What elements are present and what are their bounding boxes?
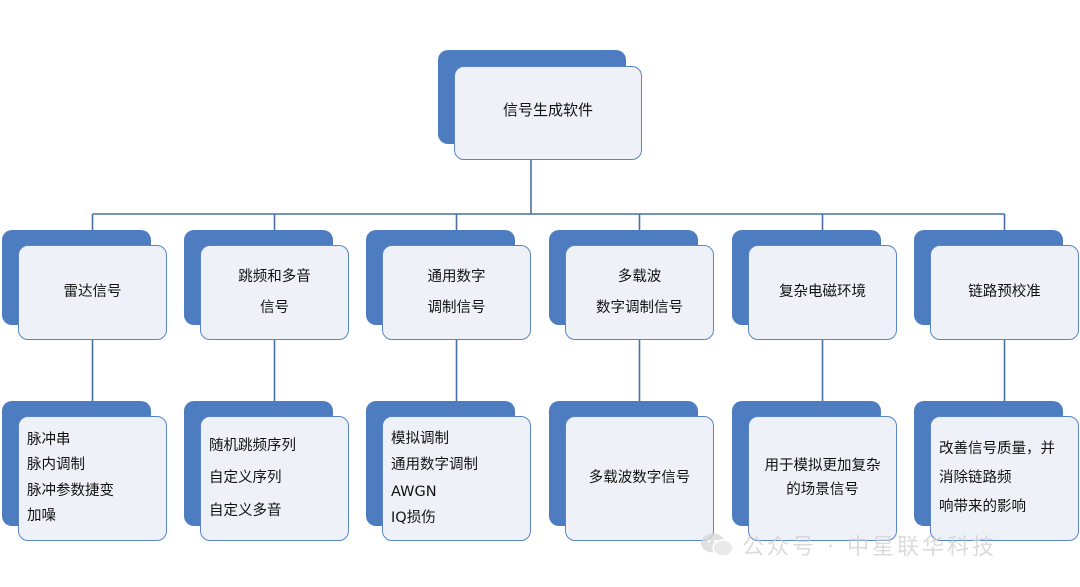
detail-node-text-line: 改善信号质量，并 xyxy=(939,441,1055,457)
detail-node-box: 改善信号质量，并消除链路频响带来的影响 xyxy=(930,416,1079,541)
detail-node-text-line: 自定义序列 xyxy=(209,470,282,487)
watermark-text: 公众号 · 中星联华科技 xyxy=(742,535,997,560)
category-node-box: 多载波数字调制信号 xyxy=(565,245,714,340)
category-node-box: 复杂电磁环境 xyxy=(748,245,897,340)
category-node-text-line: 数字调制信号 xyxy=(596,299,683,316)
detail-node-text-line: AWGN xyxy=(391,483,437,500)
detail-node-text-line: 响带来的影响 xyxy=(939,499,1026,515)
detail-node-text-line: 用于模拟更加复杂 xyxy=(764,458,881,475)
detail-node-box: 随机跳频序列自定义序列自定义多音 xyxy=(200,416,349,541)
category-node-text-line: 通用数字 xyxy=(427,269,486,286)
category-node-text-line: 复杂电磁环境 xyxy=(779,284,866,301)
detail-node-text-line: 的场景信号 xyxy=(786,481,859,498)
category-node-text-line: 多载波 xyxy=(617,269,662,286)
root-node-box: 信号生成软件 xyxy=(454,66,642,160)
detail-node-text-line: 多载波数字信号 xyxy=(588,469,691,486)
detail-node-text-line: 脉内调制 xyxy=(27,457,85,474)
category-node-box: 雷达信号 xyxy=(18,245,167,340)
detail-node-box: 模拟调制通用数字调制 AWGN IQ损伤 xyxy=(382,416,531,541)
category-node-text-line: 雷达信号 xyxy=(63,284,122,301)
watermark: 公众号 · 中星联华科技 xyxy=(700,525,1060,565)
category-node-text-line: 跳频和多音 xyxy=(238,269,311,286)
detail-node-text-line: 脉冲参数捷变 xyxy=(27,482,114,499)
detail-node-text-line: 加噪 xyxy=(27,507,56,524)
category-node-box: 链路预校准 xyxy=(930,245,1079,340)
detail-node-box: 脉冲串脉内调制脉冲参数捷变加噪 xyxy=(18,416,167,541)
category-node-text-line: 信号 xyxy=(260,299,289,316)
category-node-text-line: 链路预校准 xyxy=(968,284,1041,301)
detail-node-text-line: IQ损伤 xyxy=(391,509,436,526)
detail-node-text-line: 脉冲串 xyxy=(27,431,71,448)
detail-node-text-line: 随机跳频序列 xyxy=(209,437,296,454)
category-node-text-line: 调制信号 xyxy=(427,299,486,316)
detail-node-box: 多载波数字信号 xyxy=(565,416,714,541)
detail-node-text-line: 通用数字调制 xyxy=(391,457,478,474)
category-node-box: 通用数字调制信号 xyxy=(382,245,531,340)
detail-node-box: 用于模拟更加复杂的场景信号 xyxy=(748,416,897,541)
detail-node-text-line: 消除链路频 xyxy=(939,470,1012,486)
wechat-icon xyxy=(701,533,734,557)
category-node-box: 跳频和多音信号 xyxy=(200,245,349,340)
root-node-text-line: 信号生成软件 xyxy=(502,101,593,119)
detail-node-text-line: 自定义多音 xyxy=(209,502,282,519)
detail-node-text-line: 模拟调制 xyxy=(391,431,449,448)
